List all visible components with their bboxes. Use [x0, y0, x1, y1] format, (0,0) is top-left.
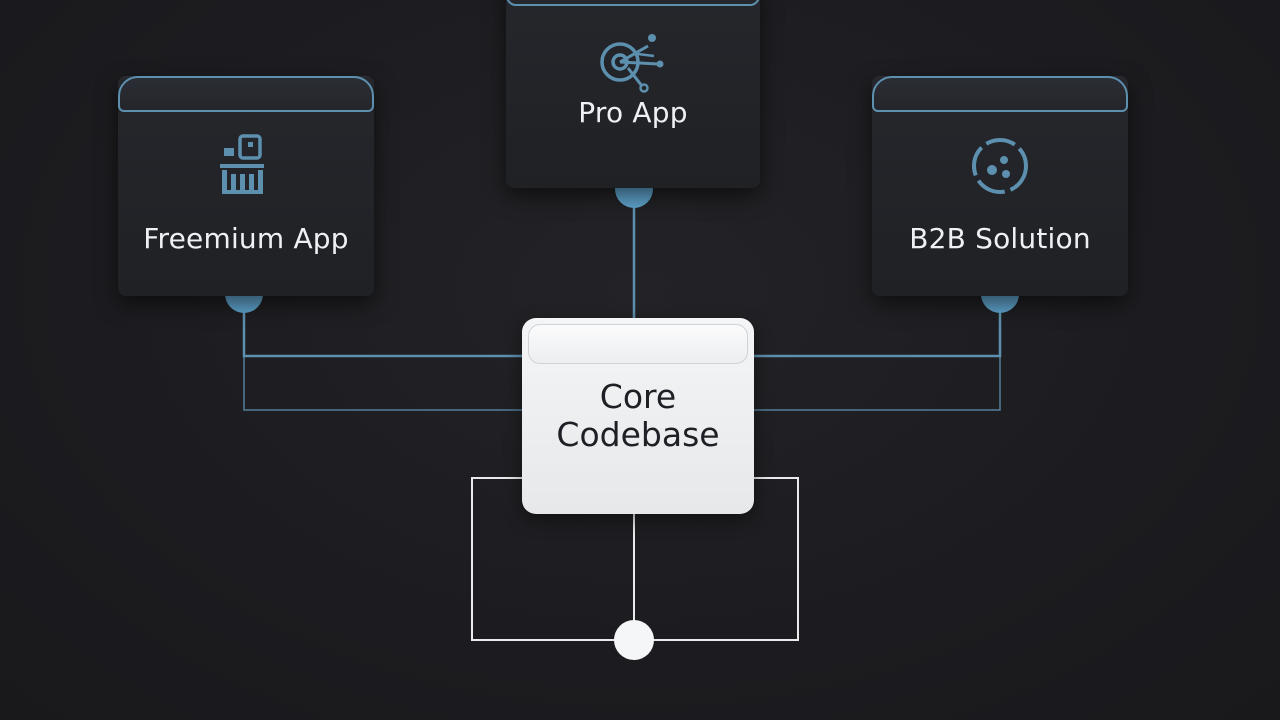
b2b-to-core-line-lower [754, 356, 1001, 411]
target-network-icon [600, 34, 664, 93]
core-codebase-block[interactable]: Core Codebase [522, 318, 754, 514]
b2b-to-core-line-upper [754, 294, 1002, 358]
core-title-line2: Codebase [556, 415, 720, 454]
freemium-app-card[interactable]: Freemium App [118, 76, 374, 296]
core-title-line1: Core [599, 377, 677, 416]
cluster-circle-icon [972, 138, 1028, 194]
pro-card-tab [506, 0, 760, 6]
b2b-solution-label: B2B Solution [909, 222, 1091, 255]
core-base-dot[interactable] [614, 620, 654, 660]
freemium-to-core-line-upper [242, 294, 522, 358]
freemium-app-label: Freemium App [143, 222, 349, 255]
freemium-card-tab [118, 76, 374, 112]
pro-app-card[interactable]: Pro App [506, 0, 760, 188]
b2b-solution-card[interactable]: B2B Solution [872, 76, 1128, 296]
pro-app-label: Pro App [578, 96, 688, 129]
core-block-rim [528, 324, 748, 364]
freemium-to-core-line-lower [243, 356, 522, 411]
b2b-card-tab [872, 76, 1128, 112]
building-blocks-icon [220, 134, 264, 194]
core-codebase-title: Core Codebase [522, 378, 754, 454]
